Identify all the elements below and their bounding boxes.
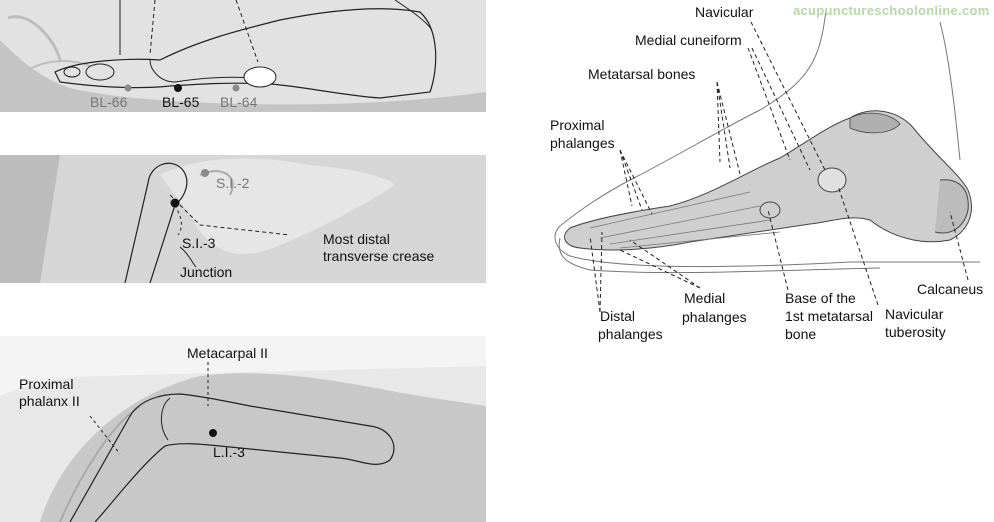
label-base-1st-metatarsal-3: bone: [785, 326, 817, 342]
label-distal-phalanges-2: phalanges: [598, 326, 663, 342]
hand-side-photo-panel: S.I.-2 S.I.-3 Junction Most distal trans…: [0, 155, 486, 283]
si2-point: [201, 169, 209, 177]
label-li3: L.I.-3: [213, 444, 245, 460]
label-proximal-phalanges-1: Proximal: [550, 117, 605, 133]
label-navicular-tuberosity-1: Navicular: [885, 306, 944, 322]
label-most-distal: Most distal: [323, 231, 390, 247]
hand-index-photo-illustration: [0, 336, 486, 522]
label-navicular: Navicular: [695, 4, 754, 20]
label-junction: Junction: [180, 264, 233, 280]
label-proximal: Proximal: [19, 376, 74, 392]
label-bl66: BL-66: [90, 94, 128, 110]
foot-photo-panel: BL-66 BL-65 BL-64: [0, 0, 486, 112]
site-watermark: acupunctureschoolonline.com: [793, 3, 990, 18]
bl66-point: [124, 84, 132, 92]
label-metatarsal-bones: Metatarsal bones: [588, 66, 696, 82]
li3-point: [209, 429, 217, 437]
label-si3: S.I.-3: [182, 235, 216, 251]
foot-bones-diagram: Navicular Medial cuneiform Metatarsal bo…: [520, 0, 994, 522]
foot-skeleton-illustration: [554, 9, 980, 313]
label-medial-phalanges-1: Medial: [684, 290, 726, 306]
hand-index-photo-panel: Metacarpal II Proximal phalanx II L.I.-3: [0, 336, 486, 522]
foot-photo-illustration: [0, 0, 486, 112]
label-navicular-tuberosity-2: tuberosity: [885, 324, 946, 340]
label-medial-phalanges-2: phalanges: [682, 309, 747, 325]
label-transverse-crease: transverse crease: [323, 248, 435, 264]
label-bl65: BL-65: [162, 94, 200, 110]
label-base-1st-metatarsal-2: 1st metatarsal: [785, 308, 873, 324]
label-calcaneus: Calcaneus: [917, 281, 984, 297]
label-proximal-phalanges-2: phalanges: [550, 135, 615, 151]
label-metacarpal-ii: Metacarpal II: [187, 345, 268, 361]
bl64-point: [232, 84, 240, 92]
hand-side-photo-illustration: [0, 155, 486, 283]
label-distal-phalanges-1: Distal: [600, 308, 636, 324]
label-base-1st-metatarsal-1: Base of the: [785, 290, 856, 306]
si3-point: [170, 198, 180, 208]
label-si2: S.I.-2: [216, 175, 250, 191]
label-medial-cuneiform: Medial cuneiform: [635, 32, 742, 48]
bl65-point: [174, 84, 182, 92]
label-bl64: BL-64: [220, 94, 258, 110]
label-phalanx-ii: phalanx II: [19, 393, 80, 409]
